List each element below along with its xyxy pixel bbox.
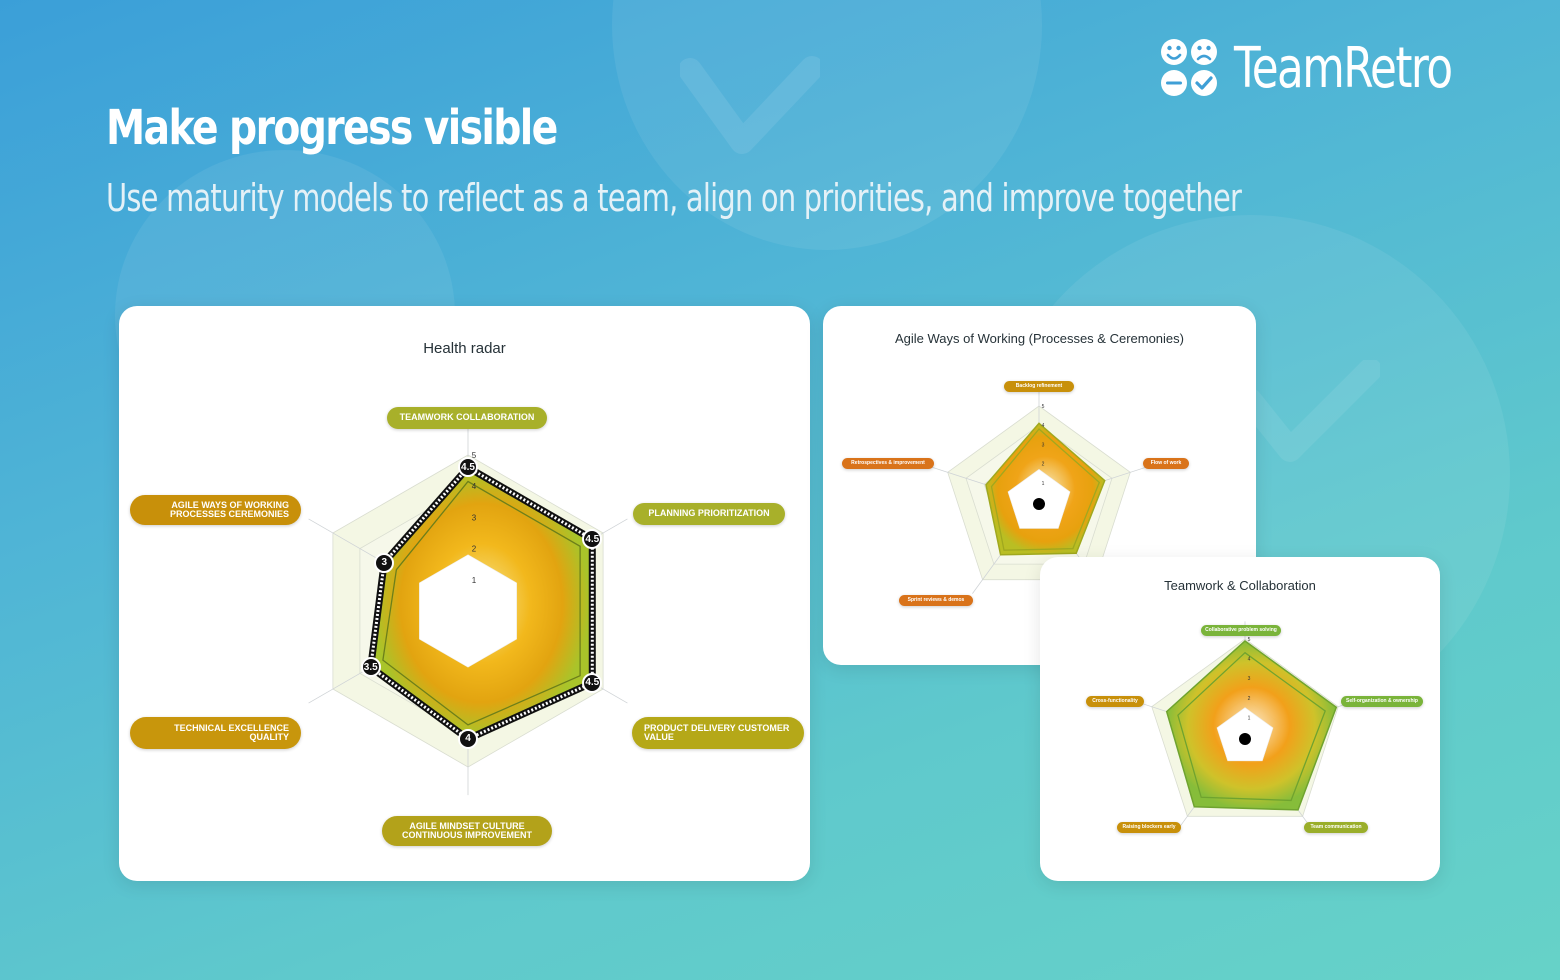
brand-name: TeamRetro <box>1234 35 1453 101</box>
score-badge: 4.5 <box>458 457 478 478</box>
scale-tick-label: 2 <box>1042 462 1045 468</box>
agile-ways-radar-chart: 1 2 3 4 5 <box>931 388 1147 594</box>
teamwork-card: Teamwork & Collaboration 1 2 3 4 5 Collabora… <box>1040 557 1440 881</box>
axis-label-planning-prioritization: PLANNING PRIORITIZATION <box>633 503 785 525</box>
scale-tick-label: 3 <box>472 513 477 522</box>
subheadline: Use maturity models to reflect as a team… <box>106 176 1242 220</box>
agile-ways-card: Agile Ways of Working (Processes & Cerem… <box>823 306 1256 665</box>
center-hole <box>419 554 517 668</box>
score-outline <box>382 480 581 726</box>
score-badge: 4.5 <box>582 529 603 550</box>
axis-label-cross-functionality: Cross-functionality <box>1086 696 1144 707</box>
axis-label-backlog-refinement: Backlog refinement <box>1004 381 1074 392</box>
axis-label-flow-of-work: Flow of work <box>1143 458 1189 469</box>
axis-label-team-communication: Team communication <box>1304 822 1368 833</box>
axis-label-self-organization: Self-organization & ownership <box>1341 696 1423 707</box>
health-radar-card: Health radar 1 2 3 4 5 4.5 4.5 4.5 4 3.5 3 TEAMWO… <box>119 306 810 881</box>
scale-tick-label: 2 <box>1248 696 1251 702</box>
axis-label-raising-blockers: Raising blockers early <box>1117 822 1181 833</box>
axis-label-retrospectives: Retrospectives & improvement <box>842 458 934 469</box>
teamretro-faces-logo-icon <box>1160 37 1220 99</box>
scale-tick-label: 4 <box>1248 657 1251 663</box>
axis-label-product-delivery: PRODUCT DELIVERY CUSTOMER VALUE <box>632 717 804 749</box>
score-badge: 3.5 <box>360 657 381 678</box>
axis-label-sprint-reviews: Sprint reviews & demos <box>899 595 973 606</box>
scale-tick-label: 2 <box>472 545 477 554</box>
scale-tick-label: 3 <box>1248 676 1251 682</box>
center-dot <box>1239 733 1251 745</box>
health-radar-title: Health radar <box>423 340 506 357</box>
scale-tick-label: 3 <box>1042 442 1045 448</box>
axis-label-agile-mindset: AGILE MINDSET CULTURE CONTINUOUS IMPROVE… <box>382 816 552 846</box>
score-outline <box>1177 651 1326 802</box>
teamwork-title: Teamwork & Collaboration <box>1164 578 1316 593</box>
center-dot <box>1033 498 1045 510</box>
teamwork-radar-chart: 1 2 3 4 5 <box>1134 621 1356 831</box>
agile-ways-title: Agile Ways of Working (Processes & Cerem… <box>895 331 1184 346</box>
background-check-icon <box>680 56 820 154</box>
scale-tick-label: 4 <box>1042 423 1045 429</box>
score-outline <box>990 428 1101 551</box>
score-badge: 4.5 <box>582 672 603 693</box>
scale-tick-label: 5 <box>472 451 477 460</box>
scale-tick-label: 1 <box>1042 481 1045 487</box>
axis-label-agile-ways-of-working: AGILE WAYS OF WORKING PROCESSES CEREMONI… <box>130 495 301 525</box>
axis-label-collaborative-problem-solving: Collaborative problem solving <box>1201 625 1281 636</box>
background-check-icon-right <box>1240 360 1380 462</box>
axis-label-technical-excellence: TECHNICAL EXCELLENCE QUALITY <box>130 717 301 749</box>
scale-tick-label: 1 <box>1248 715 1251 721</box>
scale-tick-label: 5 <box>1248 637 1251 643</box>
score-badge: 3 <box>374 552 395 573</box>
scale-tick-label: 1 <box>472 576 477 585</box>
brand-logo[interactable]: TeamRetro <box>1160 35 1513 101</box>
health-radar-chart: 1 2 3 4 5 <box>308 426 628 796</box>
scale-tick-label: 5 <box>1042 404 1045 410</box>
scale-tick-label: 4 <box>472 482 477 491</box>
headline: Make progress visible <box>106 100 558 156</box>
axis-label-teamwork-collaboration: TEAMWORK COLLABORATION <box>387 407 547 429</box>
score-badge: 4 <box>458 728 478 749</box>
